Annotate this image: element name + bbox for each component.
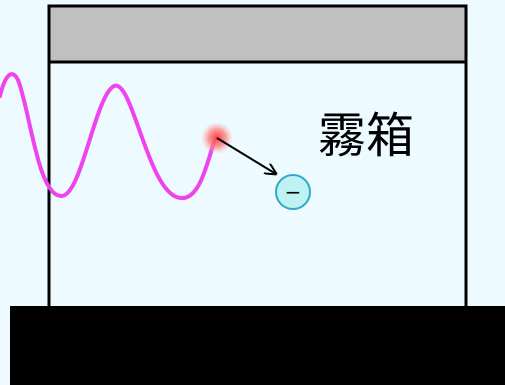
chamber-label: 霧箱 [318, 108, 414, 164]
chamber-lid [47, 4, 468, 64]
chamber-body [47, 58, 468, 312]
electron-icon [275, 174, 311, 210]
arrow-icon [216, 137, 276, 174]
photon-wave [0, 72, 216, 200]
chamber-base [10, 306, 505, 385]
electron-sign: − [285, 180, 302, 204]
